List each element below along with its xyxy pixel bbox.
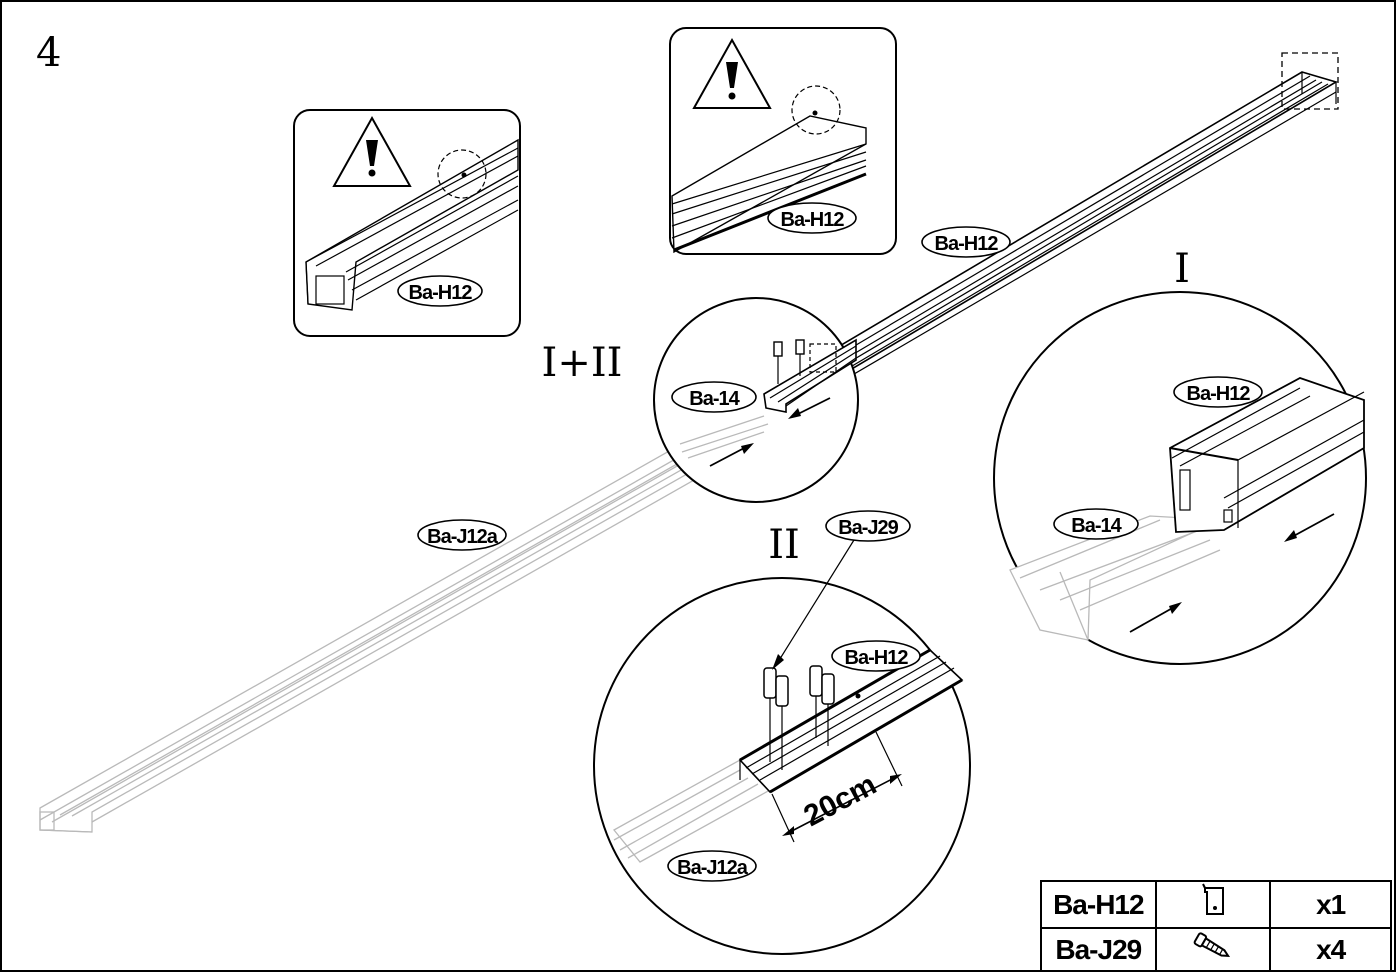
part-name-cell: Ba-H12	[1040, 880, 1157, 929]
label-circle-II-bottom: Ba-J12a	[677, 857, 749, 879]
label-warning-left: Ba-H12	[409, 282, 473, 304]
end-detail-marker	[1281, 52, 1339, 110]
screw-icon	[821, 673, 835, 746]
arrow-left-icon	[1284, 513, 1335, 542]
label-lower-rail: Ba-J12a	[427, 526, 499, 548]
quantity-cell: x4	[1269, 927, 1392, 972]
lower-rail-ba-j12a	[39, 424, 771, 833]
screw-icon	[1193, 932, 1230, 957]
warning-triangle-icon	[332, 115, 412, 187]
screw-icon	[809, 665, 823, 738]
detail-circle-II: 20cm Ba-H12 Ba-J12a	[593, 577, 971, 955]
bracket-icon	[1202, 883, 1224, 915]
detail-circle-I: Ba-H12 Ba-14	[993, 291, 1367, 665]
arrow-right-icon	[1129, 602, 1182, 633]
label-callout-screw: Ba-J29	[838, 517, 898, 539]
quantity-cell: x1	[1269, 880, 1392, 929]
screw-callout: Ba-J29	[772, 510, 911, 670]
table-row: Ba-J29 x4	[1040, 927, 1392, 972]
label-warning-top: Ba-H12	[781, 209, 845, 231]
view-label-II: II	[768, 522, 800, 568]
screw-icon	[795, 339, 805, 376]
dimension-line	[771, 731, 903, 843]
label-circle-I-top: Ba-H12	[1187, 383, 1251, 405]
part-name-cell: Ba-J29	[1040, 927, 1157, 972]
warning-triangle-icon	[692, 37, 772, 109]
warning-panel-left: Ba-H12	[293, 109, 521, 337]
warning-panel-top: Ba-H12	[669, 27, 897, 255]
label-circle-I-II: Ba-14	[689, 388, 740, 410]
screw-icon	[775, 675, 789, 770]
detail-circle-hole	[437, 149, 487, 199]
part-icon-cell	[1154, 880, 1272, 929]
detail-circle-hole	[791, 85, 841, 135]
arrow-right-icon	[709, 443, 754, 467]
view-label-I-II: I+II	[542, 340, 623, 386]
label-circle-II-top: Ba-H12	[845, 647, 909, 669]
step-number: 4	[36, 30, 61, 76]
part-icon-cell	[1154, 927, 1272, 972]
screw-icon	[773, 341, 783, 384]
table-row: Ba-H12 x1	[1040, 880, 1392, 929]
detail-circle-I-II: Ba-14	[653, 297, 859, 503]
parts-table: Ba-H12 x1 Ba-J29 x4	[1040, 880, 1392, 972]
view-label-I: I	[1174, 246, 1190, 292]
label-circle-I-insert: Ba-14	[1071, 515, 1122, 537]
label-main-rail: Ba-H12	[935, 233, 999, 255]
arrow-left-icon	[788, 397, 831, 419]
